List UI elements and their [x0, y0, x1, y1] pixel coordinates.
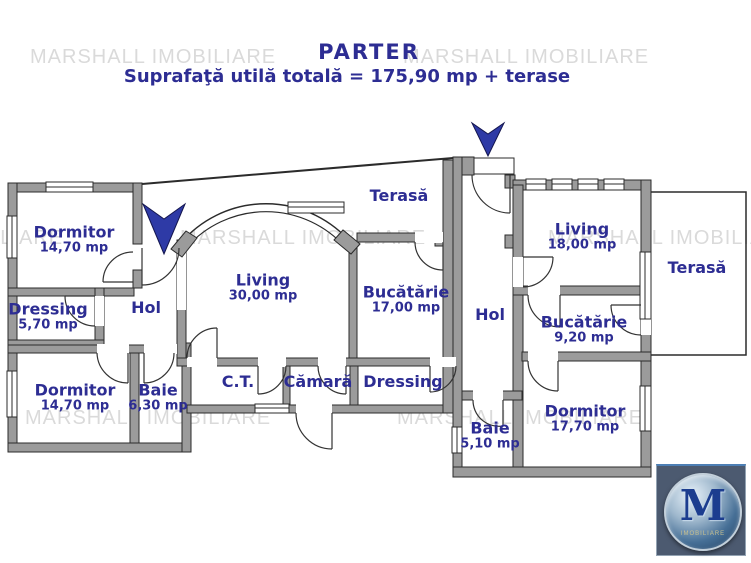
room-label-dormitor-right: Dormitor 17,70 mp: [544, 401, 626, 435]
bay-window: [170, 201, 361, 258]
room-label-ct: C.T.: [221, 371, 255, 391]
entrance-porch: [473, 157, 515, 175]
entrance-arrow-icon: [141, 202, 187, 256]
door-openings: [95, 232, 651, 414]
entrance-arrows: [141, 121, 506, 256]
room-label-dormitor-top-left: Dormitor 14,70 mp: [33, 222, 115, 256]
agency-logo: M IMOBILIARE: [656, 464, 746, 556]
room-label-hol-right: Hol: [475, 304, 505, 324]
room-label-dormitor-bottom-left: Dormitor 14,70 mp: [34, 380, 116, 414]
room-label-dressing-left: Dressing 5,70 mp: [8, 299, 88, 333]
room-label-living-main: Living 30,00 mp: [228, 270, 298, 304]
room-label-terasa-right: Terasă: [667, 257, 727, 277]
windows: [6, 178, 652, 454]
page-title: PARTER: [318, 40, 420, 64]
room-label-hol-left: Hol: [131, 297, 161, 317]
room-label-camara: Cămară: [283, 371, 353, 391]
room-label-living-right: Living 18,00 mp: [547, 219, 617, 253]
room-label-dressing-center: Dressing: [363, 371, 443, 391]
watermark: MARSHALL IMOBILIARE: [403, 46, 650, 68]
agency-logo-letter: M: [679, 481, 727, 530]
room-label-bucatarie-main: Bucătărie 17,00 mp: [362, 282, 450, 316]
entrance-arrow-icon: [470, 121, 506, 158]
agency-logo-badge-icon: M IMOBILIARE: [664, 473, 742, 551]
terrace-right-outline: [651, 191, 747, 356]
page-subtitle: Suprafaţă utilă totală = 175,90 mp + ter…: [123, 66, 571, 87]
room-label-terasa-top: Terasă: [369, 185, 429, 205]
room-label-baie-left: Baie 6,30 mp: [128, 380, 188, 414]
room-label-bucatarie-right: Bucătărie 9,20 mp: [540, 312, 628, 346]
terrace-diagonal-boundary: [141, 157, 454, 185]
doors: [64, 174, 642, 450]
room-label-baie-right: Baie 5,10 mp: [460, 418, 520, 452]
watermark: MARSHALL IMOBILIARE: [30, 46, 277, 68]
agency-logo-subtext: IMOBILIARE: [680, 531, 726, 537]
